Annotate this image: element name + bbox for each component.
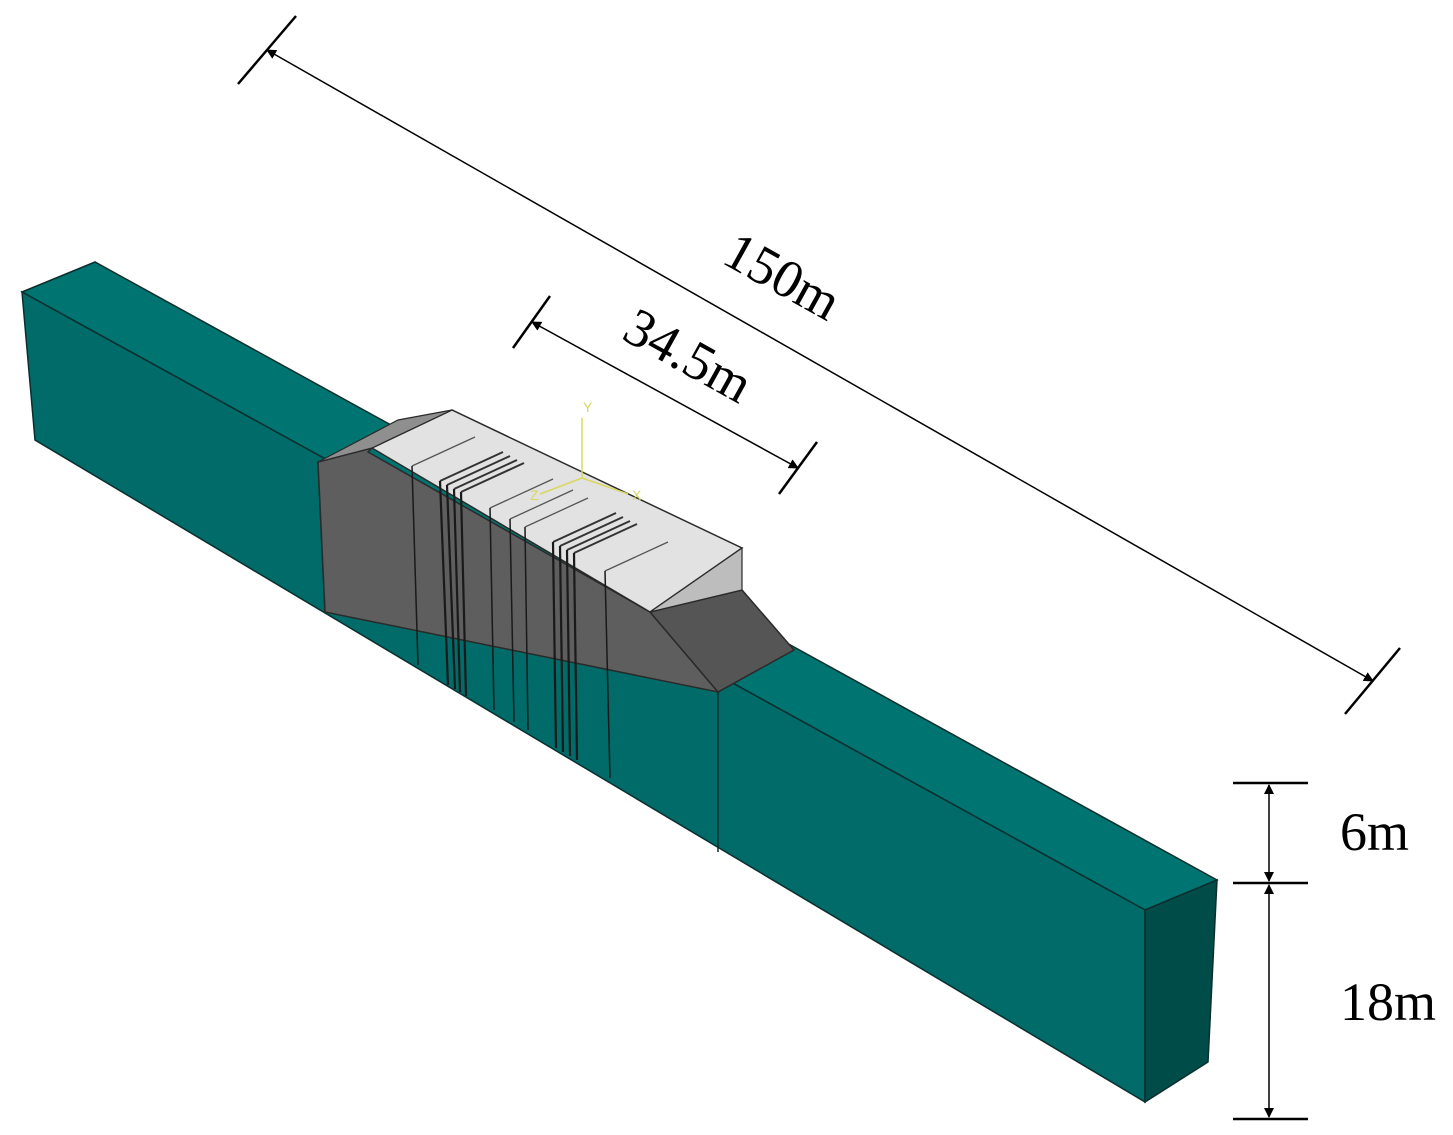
axis-z-label: Z xyxy=(530,487,539,503)
total-length-label: 150m xyxy=(714,220,851,332)
foundation-end-face xyxy=(1144,878,1218,1104)
dimension-vertical: 6m 18m xyxy=(1233,781,1436,1121)
axis-y-label: Y xyxy=(583,399,593,415)
foundation-block xyxy=(20,261,1219,1104)
axis-x-label: X xyxy=(632,487,642,503)
foundation-depth-label: 18m xyxy=(1340,972,1436,1032)
embankment-length-label: 34.5m xyxy=(614,296,762,415)
embankment-height-label: 6m xyxy=(1340,802,1409,862)
